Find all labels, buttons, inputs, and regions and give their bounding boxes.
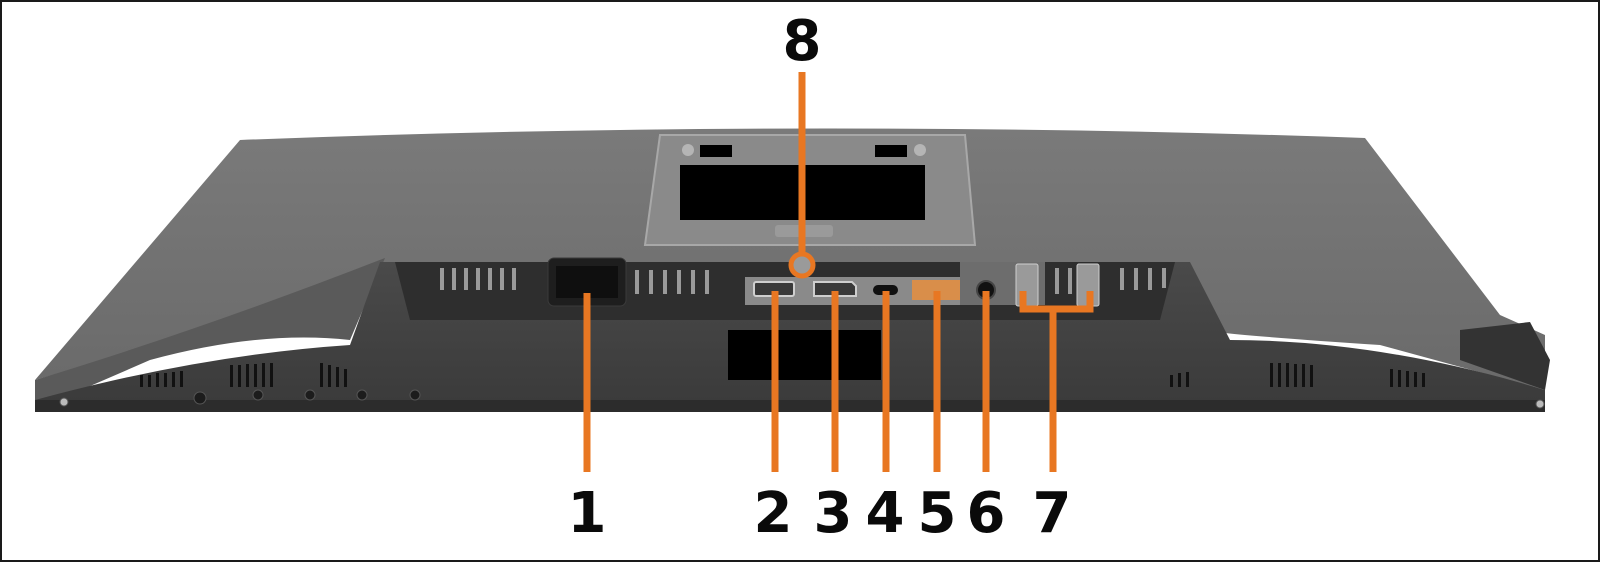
stand-cutout: [728, 330, 881, 380]
vent-slots: [140, 268, 1425, 387]
port-panel: [547, 257, 1100, 307]
stand-lock-ring: [788, 251, 816, 279]
usb-a-port-1: [1015, 263, 1039, 307]
usb-upstream-port: [912, 280, 960, 300]
usb-c-port: [873, 285, 898, 295]
callout-number-8: 8: [782, 9, 822, 74]
front-buttons: [59, 389, 1545, 409]
displayport: [813, 281, 857, 297]
callout-lines: [583, 72, 1094, 472]
callout-number-1: 1: [567, 481, 607, 546]
callout-number-2: 2: [753, 481, 793, 546]
callout-number-7: 7: [1032, 481, 1072, 546]
bottom-edge: [35, 400, 1545, 412]
vesa-slot-right: [875, 145, 907, 157]
callout-number-5: 5: [917, 481, 957, 546]
callout-number-4: 4: [865, 481, 905, 546]
vesa-slot-left: [700, 145, 732, 157]
right-stub: [1460, 322, 1550, 390]
callout-number-3: 3: [813, 481, 853, 546]
monitor-left-bevel: [35, 258, 385, 410]
callout-number-6: 6: [966, 481, 1006, 546]
